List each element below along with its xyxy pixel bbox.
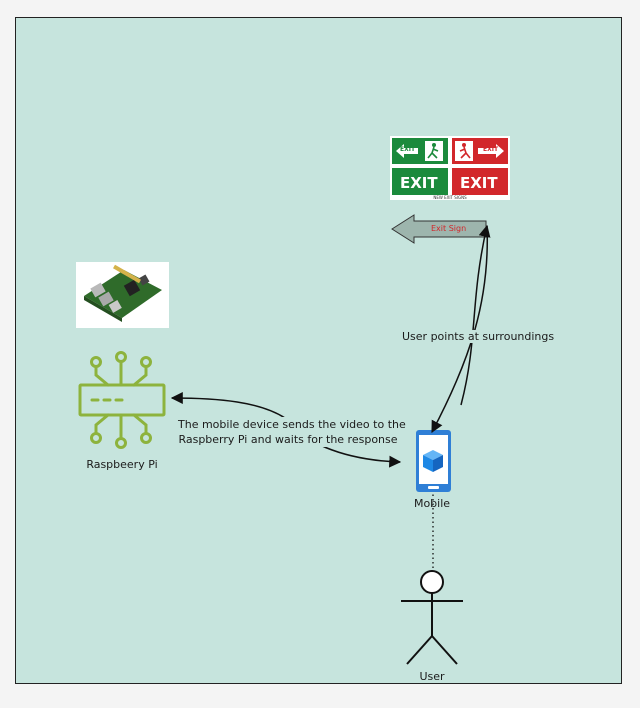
exit-signs-caption: NEW EXIT SIGNS [433, 195, 467, 200]
user-points-arrow-down [431, 225, 489, 434]
video-to-pi-label-line1: The mobile device sends the video to the [178, 418, 406, 431]
mobile-phone-icon [416, 430, 451, 492]
exit-text-green-small: EXIT [400, 146, 416, 153]
raspberry-pi-label: Raspbeery Pi [86, 458, 158, 471]
exit-signs-image [390, 136, 510, 200]
diagram-canvas [15, 17, 622, 684]
video-to-pi-label: The mobile device sends the video to the… [178, 417, 406, 447]
mobile-label: Mobile [413, 497, 451, 510]
user-points-arrow-up [460, 224, 491, 406]
exit-sign-arrow-label: Exit Sign [431, 224, 467, 233]
exit-sign-green [392, 168, 448, 195]
exit-text-green: EXIT [400, 174, 438, 192]
exit-sign-red [452, 168, 508, 195]
exit-text-red-small: EXIT [483, 146, 499, 153]
user-stick-figure [401, 570, 463, 665]
user-points-label: User points at surroundings [402, 330, 555, 343]
video-to-pi-label-line2: Raspberry Pi and waits for the response [178, 433, 398, 446]
exit-text-red: EXIT [460, 174, 498, 192]
raspberry-pi-photo [76, 262, 169, 328]
user-label: User [419, 670, 445, 683]
raspberry-pi-icon [78, 351, 166, 449]
